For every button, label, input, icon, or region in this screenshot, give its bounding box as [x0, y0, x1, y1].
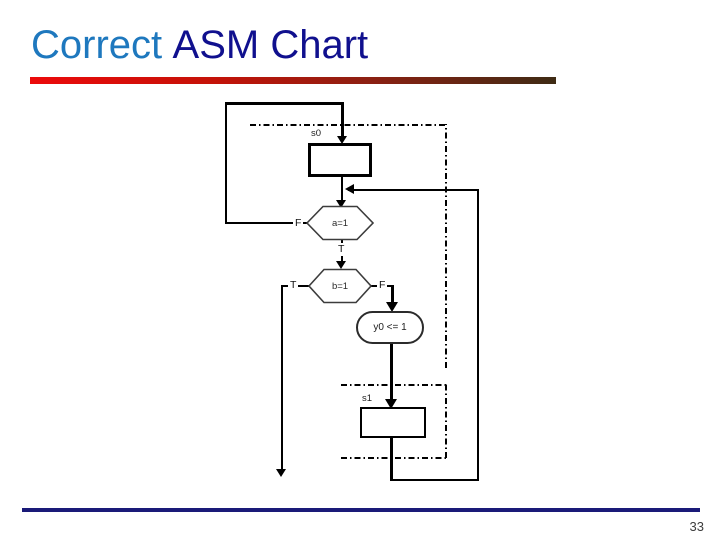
decision-b-true-label: T — [288, 279, 299, 292]
s1-boundary-dashdot-right — [445, 384, 447, 458]
edge-b-true-vertical — [281, 285, 283, 470]
arrowhead-into-output-icon — [386, 302, 398, 312]
hexagon-shape-icon — [307, 268, 373, 304]
decision-b-hexagon: b=1 — [307, 268, 373, 304]
title-word-correct: Correct — [31, 23, 163, 67]
state-s0-box — [308, 143, 372, 177]
footer-rule — [22, 508, 700, 512]
edge-b-false-vertical — [391, 285, 394, 305]
s1-boundary-dashdot-bottom — [341, 457, 447, 459]
arrowhead-into-s0-icon — [337, 136, 347, 144]
edge-entry-into-s0 — [341, 102, 344, 137]
edge-s0-to-decision-a — [341, 177, 343, 202]
hexagon-shape-icon — [305, 205, 375, 241]
edge-loop-left-vertical — [225, 102, 227, 224]
edge-return-bottom-horizontal — [392, 479, 479, 481]
decision-a-true-label: T — [336, 243, 347, 256]
edge-loop-left-horizontal — [225, 222, 309, 224]
decision-a-false-label: F — [293, 217, 304, 230]
s0-boundary-dashdot-horizontal — [250, 124, 447, 126]
decision-a-hexagon: a=1 — [305, 205, 375, 241]
arrowhead-into-decision-a-icon — [336, 200, 346, 208]
edge-s1-down — [390, 438, 393, 481]
edge-output-to-s1 — [390, 344, 393, 401]
s1-boundary-dashdot-top — [341, 384, 447, 386]
s0-boundary-dashdot-vertical — [445, 124, 447, 368]
decision-b-label: b=1 — [331, 280, 349, 292]
arrowhead-b-true-exit-icon — [276, 469, 286, 477]
title-words-asm-chart: ASM Chart — [172, 23, 369, 67]
arrowhead-return-left-icon — [345, 184, 354, 194]
state-s0-label: s0 — [311, 128, 322, 139]
conditional-output-box: y0 <= 1 — [356, 311, 424, 344]
decision-a-label: a=1 — [331, 217, 349, 229]
state-s1-box — [360, 407, 426, 438]
arrowhead-into-s1-icon — [385, 399, 397, 409]
state-s1-label: s1 — [362, 393, 373, 404]
edge-return-horizontal — [348, 189, 479, 191]
conditional-output-label: y0 <= 1 — [373, 322, 407, 333]
edge-return-right-vertical — [477, 189, 479, 481]
arrowhead-into-decision-b-icon — [336, 261, 346, 269]
title-underline-rule — [30, 77, 556, 84]
decision-b-false-label: F — [377, 279, 388, 292]
edge-entry-top-horizontal — [225, 102, 344, 105]
page-number: 33 — [689, 519, 704, 534]
